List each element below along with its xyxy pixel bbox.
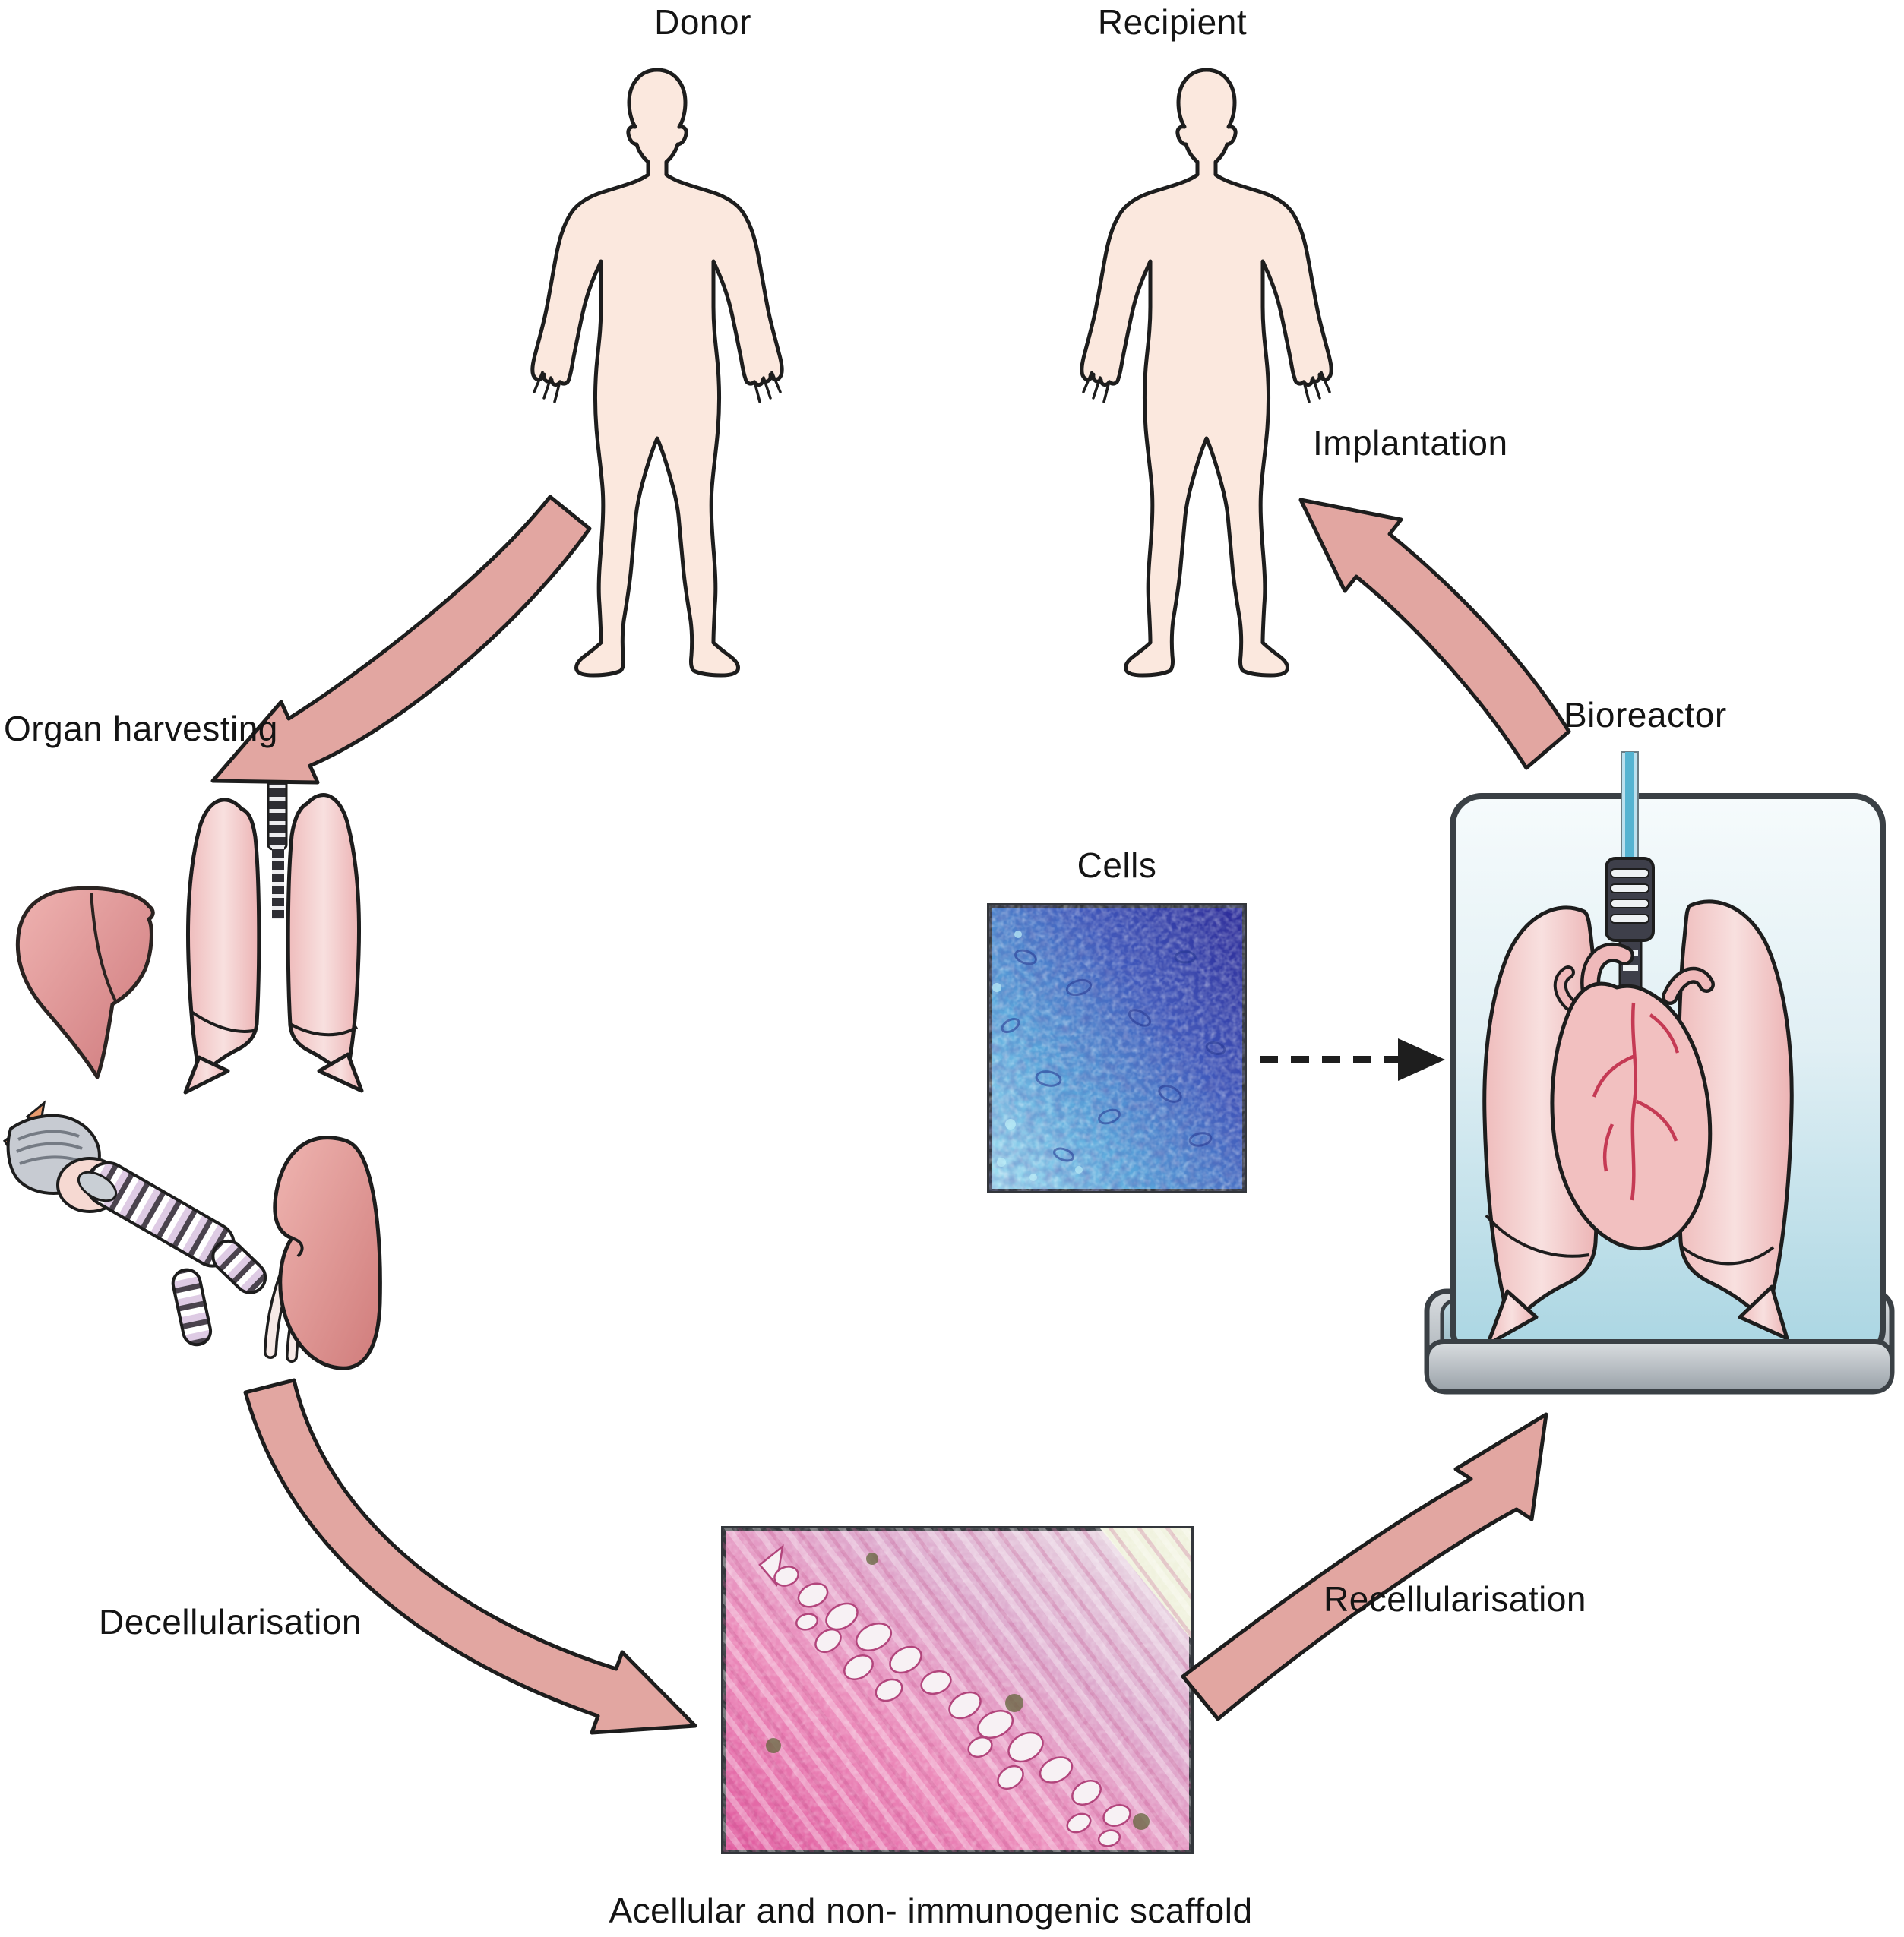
donor-label: Donor — [654, 2, 751, 42]
lungs-illustration — [183, 749, 364, 1095]
organ-harvesting-label: Organ harvesting — [4, 709, 278, 748]
decellularisation-arrow — [243, 1378, 697, 1735]
cells-label: Cells — [1077, 845, 1157, 885]
kidney-illustration — [264, 1136, 382, 1370]
recellularisation-label: Recellularisation — [1324, 1579, 1586, 1619]
bioreactor-label: Bioreactor — [1564, 695, 1727, 735]
scaffold-caption: Acellular and non- immunogenic scaffold — [609, 1891, 1253, 1930]
bioreactor-illustration — [1424, 751, 1895, 1395]
cells-to-bioreactor-arrow — [1260, 1038, 1445, 1081]
implantation-arrow — [1298, 498, 1571, 770]
donor-figure — [533, 70, 782, 675]
heart-vessels — [1592, 1002, 1680, 1201]
bioreactor-tray-front — [1425, 1339, 1894, 1394]
implantation-label: Implantation — [1313, 423, 1508, 463]
liver-illustration — [15, 886, 155, 1079]
organ-harvesting-arrow — [210, 495, 592, 785]
recipient-figure — [1082, 70, 1331, 675]
flow-arrows — [210, 495, 1571, 1735]
recipient-label: Recipient — [1097, 2, 1248, 42]
cells-micrograph — [987, 903, 1247, 1193]
scaffold-micrograph — [721, 1526, 1194, 1854]
bioreactor-heart — [1550, 981, 1713, 1251]
trachea-illustration — [2, 1100, 267, 1347]
decellularisation-label: Decellularisation — [99, 1602, 362, 1642]
recellularisation-arrow — [1181, 1412, 1548, 1721]
